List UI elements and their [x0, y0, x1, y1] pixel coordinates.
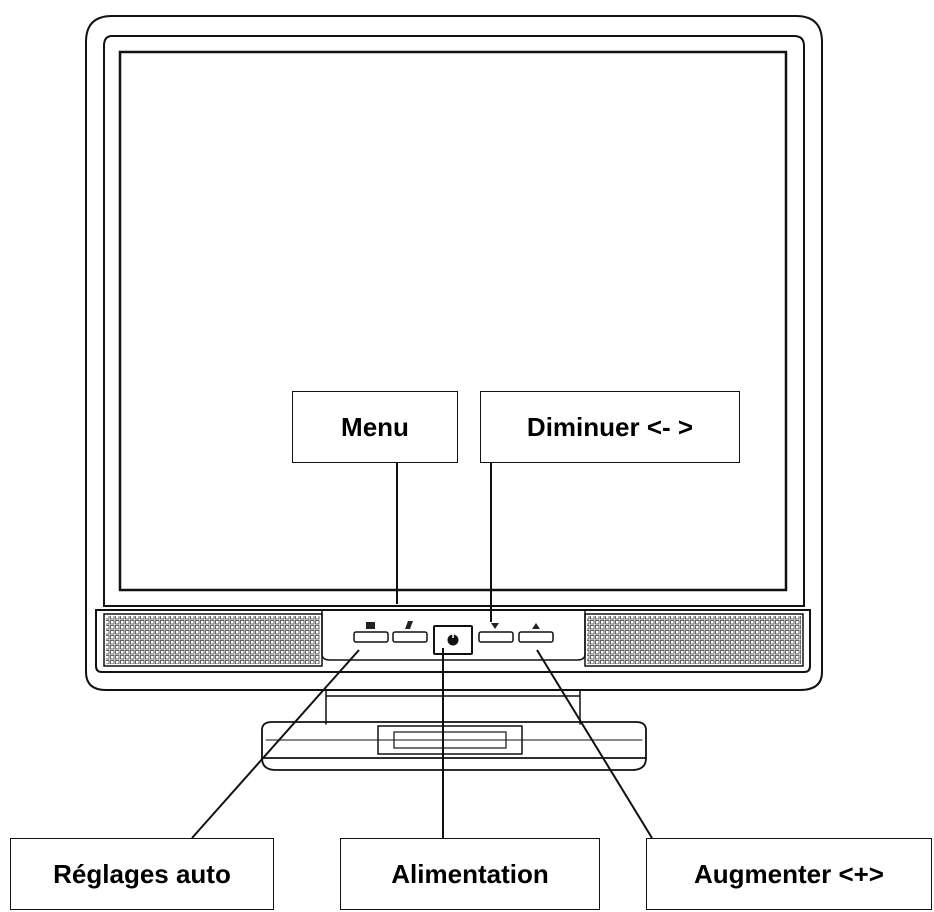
control-bar	[95, 609, 811, 673]
decrease-callout: Diminuer <- >	[480, 391, 740, 463]
auto-adjust-leader-line	[191, 649, 360, 839]
menu-icon	[405, 621, 413, 629]
leader-lines	[191, 462, 653, 839]
auto-adjust-callout: Réglages auto	[10, 838, 274, 910]
base-slot	[377, 725, 523, 755]
up-triangle-icon	[532, 623, 540, 629]
power-callout: Alimentation	[340, 838, 600, 910]
menu-callout: Menu	[292, 391, 458, 463]
stand-base	[261, 721, 647, 759]
control-panel	[321, 609, 586, 661]
monitor-outline	[85, 15, 823, 771]
increase-button[interactable]	[518, 631, 554, 643]
auto-adjust-button[interactable]	[353, 631, 389, 643]
power-icon	[447, 632, 459, 646]
monitor-bezel	[103, 35, 805, 607]
increase-callout: Augmenter <+>	[646, 838, 932, 910]
monitor-screen	[118, 50, 788, 592]
menu-button[interactable]	[392, 631, 428, 643]
down-triangle-icon	[491, 623, 499, 629]
stand-neck	[325, 689, 581, 725]
increase-leader-line	[536, 649, 653, 839]
auto-adjust-icon	[366, 622, 375, 629]
monitor-case	[85, 15, 823, 691]
decrease-button[interactable]	[478, 631, 514, 643]
